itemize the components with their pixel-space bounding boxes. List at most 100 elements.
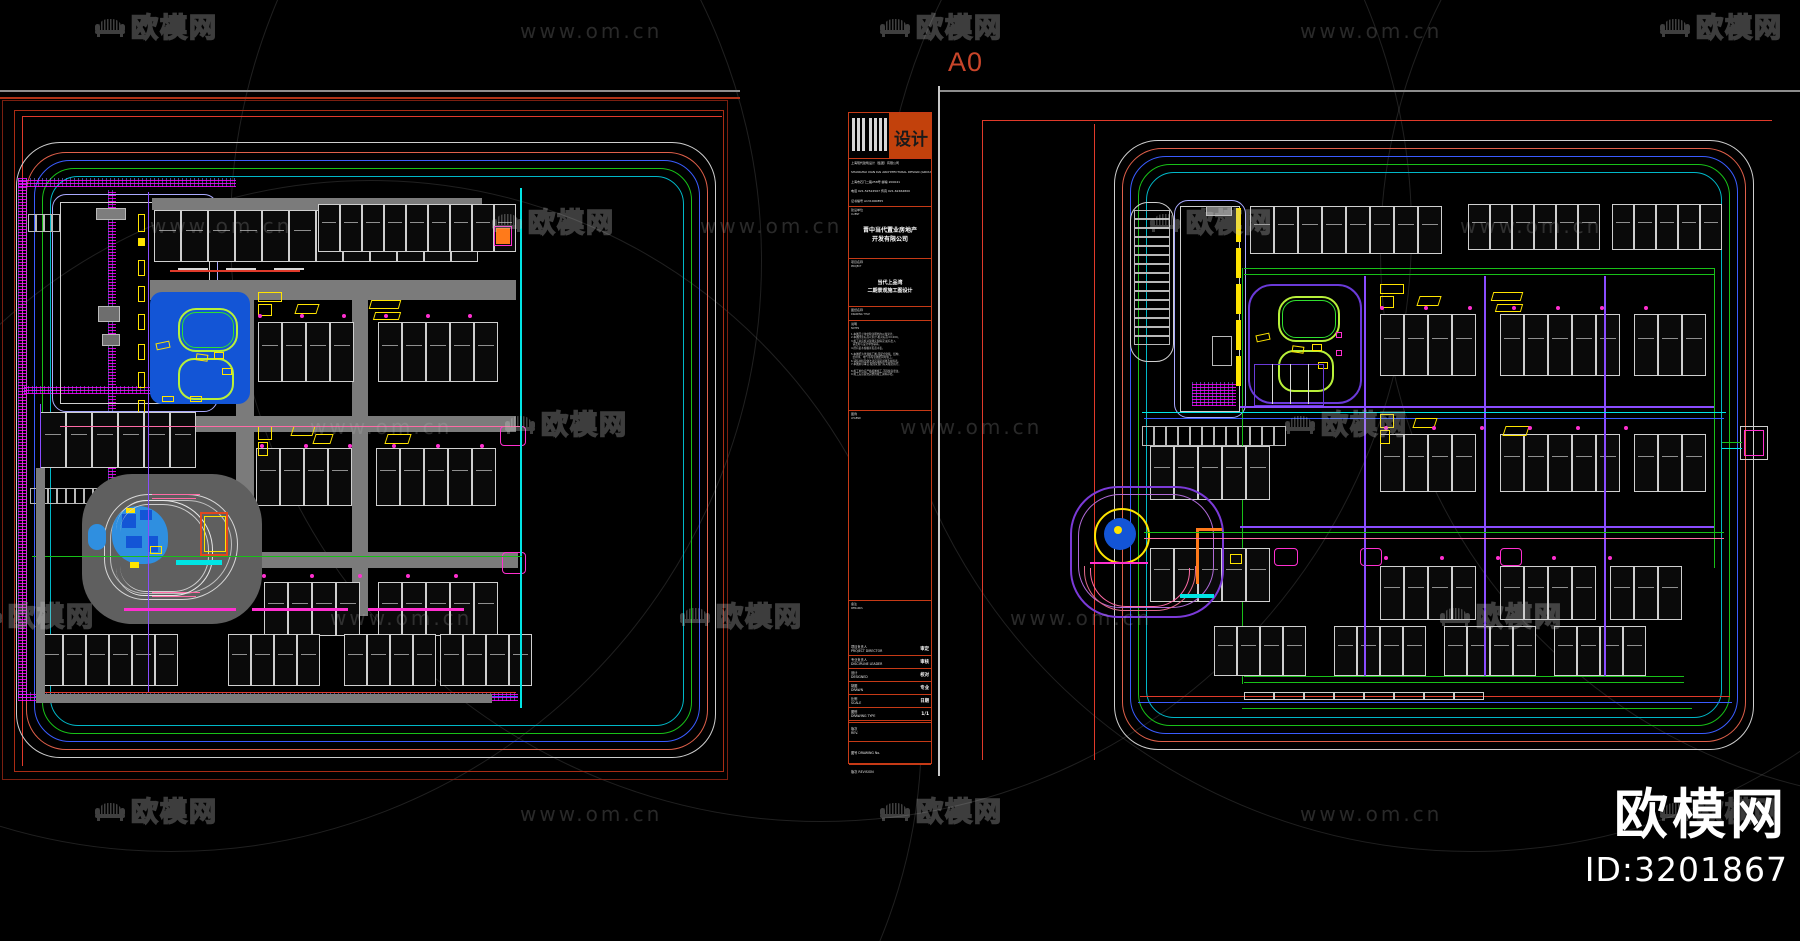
pool-path: [182, 312, 234, 348]
title-block-drawing-title: 图纸名称 DRAWING TITLE: [849, 307, 931, 322]
parking-lot-outline: [1130, 202, 1174, 362]
row-value: 日期: [920, 699, 929, 704]
logo-cn-text: 设计: [894, 130, 928, 150]
contour-line: [152, 498, 196, 499]
top-red-band: [0, 97, 740, 99]
row-value: 1/1: [921, 711, 929, 717]
pavilion-structure: [200, 512, 228, 556]
tree-symbol: [454, 574, 458, 578]
tree-symbol: [358, 574, 362, 578]
utility-line-violet: [148, 192, 149, 692]
tree-symbol: [480, 444, 484, 448]
kerb-marker: [138, 286, 145, 302]
path-callout: [258, 442, 268, 456]
road-centerline-v: [1604, 276, 1606, 676]
remarks-label: 备注: [851, 602, 858, 607]
pool-path-lower: [178, 358, 234, 400]
client-label: 建设单位: [851, 208, 864, 213]
plaza-circle-inner: [1104, 518, 1136, 550]
tree-symbol: [1528, 426, 1532, 430]
tree-symbol: [1440, 556, 1444, 560]
feature-outline: [1360, 548, 1382, 566]
tree-symbol: [1468, 306, 1472, 310]
boundary-line-red: [36, 692, 516, 693]
table-row: 专业负责人 DISCIPLINE LEADER 审核: [849, 656, 931, 669]
tree-symbol: [1600, 306, 1604, 310]
kerb-marker: [1236, 248, 1241, 278]
tree-symbol: [1380, 306, 1384, 310]
company-line-5: 证书编号 A131000855: [851, 198, 884, 203]
path-callout: [384, 434, 412, 444]
court-divider: [1308, 364, 1309, 404]
path-callout: [1380, 296, 1394, 308]
townhouse-row-south: [1334, 626, 1426, 676]
row-key: 比例 SCALE: [851, 697, 862, 705]
pavilion-structure: [1196, 528, 1222, 531]
planting-hatch-left: [18, 178, 27, 698]
townhouse-row-top-right: [318, 204, 516, 252]
notes-body: 1.本图尺寸单位除注明外均以毫米计。 2.本图所注标高以米计,相对标高±0.00…: [851, 333, 901, 377]
deck-marker: [195, 353, 209, 362]
tree-symbol: [258, 314, 262, 318]
top-gray-band: [940, 90, 1800, 92]
contour-line: [152, 596, 196, 597]
table-row: 设计 DESIGNED 校对: [849, 669, 931, 682]
dimension-chain: [1244, 268, 1714, 269]
path-callout: [290, 426, 316, 436]
curb-highlight: [252, 608, 348, 611]
tree-symbol: [1496, 556, 1500, 560]
road-centerline-v: [1484, 276, 1486, 676]
boardwalk: [176, 560, 222, 565]
parking-structure: [1174, 200, 1246, 418]
sheet-border-outer: [2, 100, 728, 780]
path-callout: [258, 292, 282, 302]
townhouse-row-top-right-2: [1612, 204, 1722, 250]
kerb-marker: [138, 238, 145, 246]
ramp-block: [102, 334, 120, 346]
row-value: 专业: [920, 686, 929, 691]
row-key: 版次 REVISION: [851, 770, 874, 774]
dimension-chain: [1244, 676, 1684, 677]
notes-label-en: NOTES: [851, 327, 860, 331]
project-label-en: PROJECT: [851, 265, 862, 269]
utility-line-pink: [60, 426, 520, 427]
table-row: 版次 REVISION: [849, 765, 931, 779]
south-dimension-ticks: [1244, 692, 1484, 700]
entry-marker: [496, 228, 510, 244]
path-callout: [258, 426, 272, 440]
sheet-size-label: A0: [948, 47, 984, 77]
deck-marker: [214, 352, 224, 359]
table-row: 比例 SCALE 日期: [849, 695, 931, 708]
plaza-edge: [1090, 562, 1148, 564]
utility-line-cyan: [520, 188, 522, 708]
pavilion-structure: [1196, 528, 1199, 584]
townhouse-cluster: [1380, 434, 1476, 492]
tree-symbol: [406, 574, 410, 578]
townhouse-cluster: [1500, 314, 1620, 376]
townhouse-row-bottom: [228, 634, 320, 686]
title-block-client: 建设单位 CLIENT 晋中当代置业房地产 开发有限公司: [849, 207, 931, 260]
kerb-marker: [1236, 208, 1241, 242]
curb-highlight: [368, 608, 464, 611]
curb-highlight: [124, 608, 236, 611]
curb-line: [170, 270, 300, 272]
legend-label-en: LEGEND: [851, 417, 861, 421]
row-key: 图别 DRAWING TYPE: [851, 710, 876, 718]
dimension-chain: [1244, 274, 1714, 275]
tree-symbol: [262, 574, 266, 578]
path-callout: [1416, 296, 1442, 306]
east-annotation-block: [1740, 426, 1768, 460]
utility-line-green: [1144, 532, 1724, 533]
frame-line: [22, 116, 722, 117]
plaza-path: [1282, 300, 1336, 338]
company-line-2: SHANGHAI XIAN DAI ARCHITECTURAL DESIGN (…: [851, 170, 931, 175]
company-line-1: 上海现代建筑设计（集团）有限公司: [851, 161, 900, 165]
pavilion-deck: [204, 516, 226, 552]
feature-node: [1336, 350, 1342, 356]
path-callout: [294, 304, 320, 314]
townhouse-cluster: [256, 448, 352, 506]
brand-name: 欧模网: [1614, 783, 1788, 846]
title-block-legend: 图例 LEGEND: [849, 411, 931, 602]
deck-marker: [162, 396, 174, 402]
ramp-block: [96, 208, 126, 220]
